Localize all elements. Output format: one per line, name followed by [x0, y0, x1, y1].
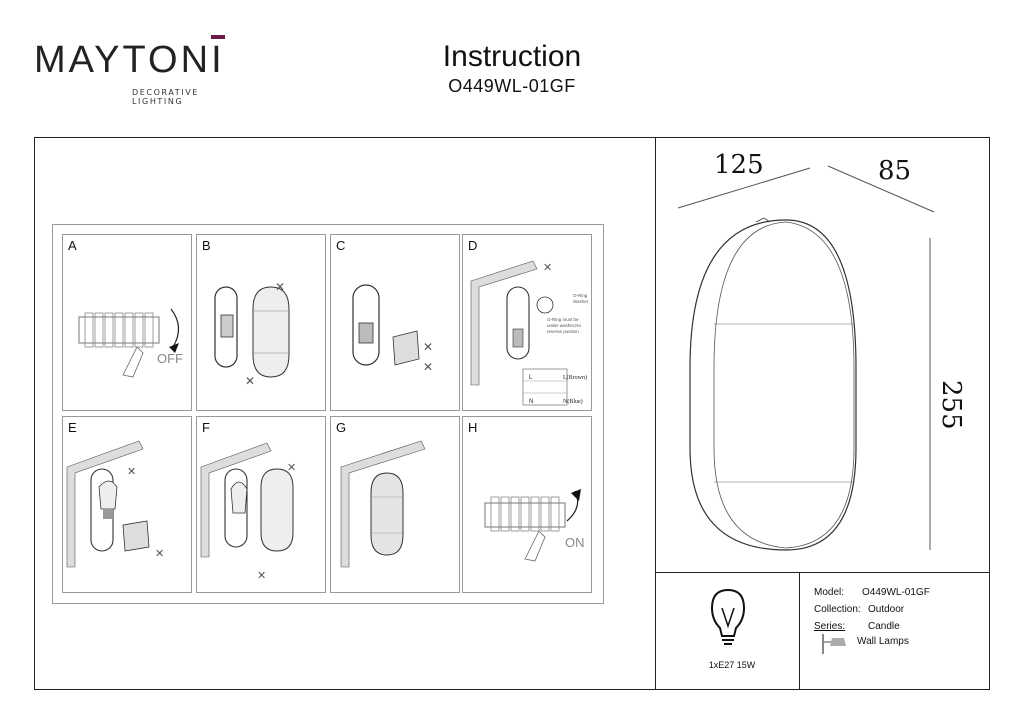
svg-text:L: L [529, 375, 533, 381]
spec-type-value: Wall Lamps [857, 636, 909, 647]
spec-model-value: O449WL-01GF [862, 587, 930, 598]
dimension-depth: 85 [878, 156, 912, 186]
step-g: G [330, 416, 460, 593]
screw-icon: ✕ [257, 570, 266, 582]
switch-off-text: OFF [157, 351, 183, 366]
bulb-icon [710, 588, 746, 645]
step-label: A [68, 238, 77, 253]
screw-icon: ✕ [423, 360, 433, 374]
step-c: C ✕ ✕ [330, 234, 460, 411]
spec-model-label: Model: [814, 587, 845, 598]
svg-text:Washer: Washer [573, 299, 589, 304]
screw-icon: ✕ [543, 262, 552, 274]
page-model: O449WL-01GF [448, 76, 576, 96]
svg-text:N(Blue): N(Blue) [563, 398, 583, 405]
step-label: G [336, 420, 347, 435]
brand-logo: MAYTONI DECORATIVE LIGHTING [34, 35, 244, 106]
svg-text:under washer,No: under washer,No [547, 323, 582, 328]
breaker-off-illustration: OFF [78, 308, 183, 378]
screw-icon: ✕ [423, 340, 433, 354]
page-title: Instruction [442, 40, 582, 73]
switch-on-text: ON [565, 535, 585, 550]
step-label: D [468, 238, 478, 253]
step-b: B ✕ ✕ [196, 234, 326, 411]
mount-bracket-illustration: ✕ ✕ [352, 284, 433, 374]
spec-collection-label: Collection: [814, 604, 861, 615]
svg-text:L(Brown): L(Brown) [563, 374, 587, 381]
content-frame [34, 137, 990, 690]
screw-icon: ✕ [245, 374, 255, 388]
insert-bulb-illustration: ✕ ✕ [66, 440, 164, 568]
screw-icon: ✕ [127, 466, 136, 478]
step-f: F ✕ ✕ [196, 416, 326, 593]
wall-lamp-icon [822, 634, 846, 654]
spec-collection-value: Outdoor [868, 604, 905, 615]
step-a: A OFF [62, 234, 192, 411]
dimension-width: 125 [714, 150, 764, 180]
svg-text:N: N [529, 399, 533, 405]
wiring-illustration: ✕ O-Ring Washer O-Ring must be under was… [470, 260, 589, 406]
screw-icon: ✕ [155, 548, 164, 560]
breaker-on-illustration: ON [484, 489, 585, 562]
bulb-spec: 1xE27 15W [708, 660, 756, 670]
divider-vertical [655, 137, 656, 690]
spec-series-label: Series: [814, 621, 846, 632]
step-label: E [68, 420, 77, 435]
step-e: E ✕ ✕ [62, 416, 192, 593]
attach-cover-illustration: ✕ ✕ [200, 442, 296, 582]
step-label: H [468, 420, 478, 435]
remove-cover-illustration: ✕ ✕ [214, 280, 290, 388]
step-h: H ON [462, 416, 592, 593]
installed-lamp-illustration [340, 440, 426, 568]
svg-text:reverse position: reverse position [547, 329, 579, 334]
step-d: D ✕ O-Ring Washer O-Ring must be under w… [462, 234, 592, 411]
brand-name: MAYTONI [34, 35, 225, 81]
dimension-height: 255 [936, 380, 966, 430]
divider-horizontal [655, 572, 990, 573]
dimension-drawing [677, 165, 935, 551]
screw-icon: ✕ [287, 462, 296, 474]
svg-text:O-Ring: O-Ring [573, 293, 588, 298]
brand-tagline: DECORATIVE LIGHTING [132, 88, 199, 106]
screw-icon: ✕ [275, 280, 285, 294]
divider-spec [799, 572, 800, 690]
step-label: F [202, 420, 210, 435]
svg-text:O-Ring must be: O-Ring must be [547, 317, 579, 322]
step-label: B [202, 238, 211, 253]
step-label: C [336, 238, 346, 253]
steps-panel [52, 224, 604, 604]
spec-series-value: Candle [868, 621, 900, 632]
